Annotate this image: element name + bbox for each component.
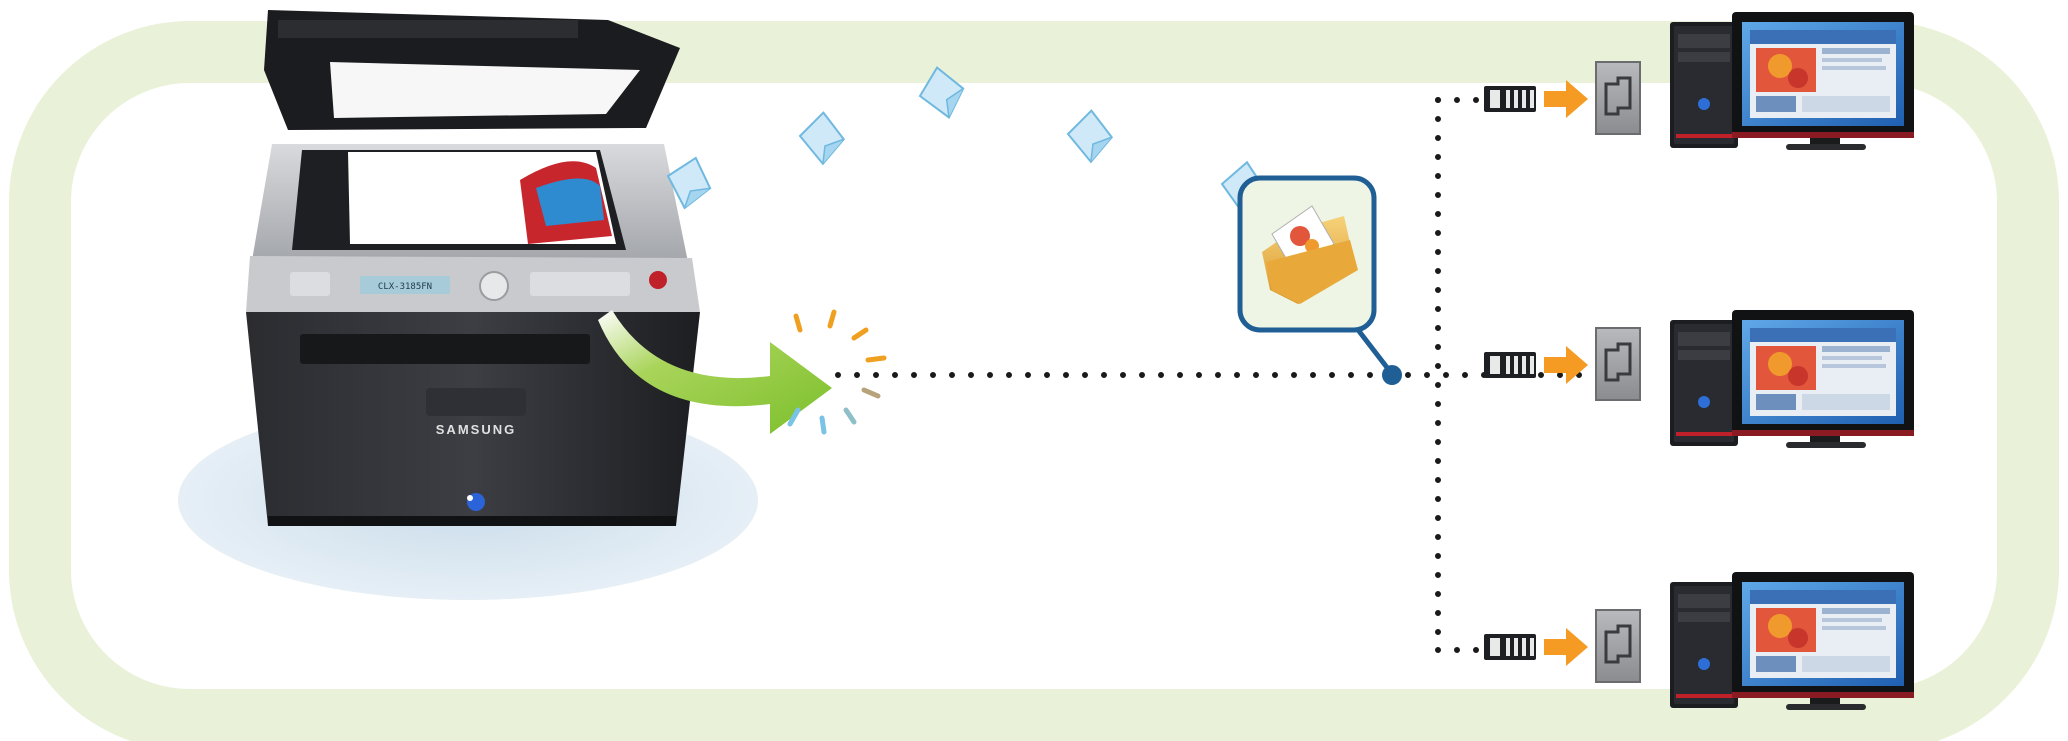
desktop-computer-icon (1670, 310, 1914, 448)
printer-brand-label: SAMSUNG (436, 422, 516, 437)
printer-lcd-text: CLX-3185FN (378, 282, 432, 292)
network-cable-connector-icon (1484, 610, 1640, 682)
network-cable-connector-icon (1484, 328, 1640, 400)
computer-row-2 (1484, 310, 1914, 448)
desktop-computer-icon (1670, 12, 1914, 150)
shared-folder-icon (1240, 178, 1402, 385)
network-node (1382, 365, 1402, 385)
multifunction-printer-icon: CLX-3185FN SAMSUNG (246, 10, 700, 526)
desktop-computer-icon (1670, 572, 1914, 710)
scanned-page-icon (666, 62, 1270, 217)
